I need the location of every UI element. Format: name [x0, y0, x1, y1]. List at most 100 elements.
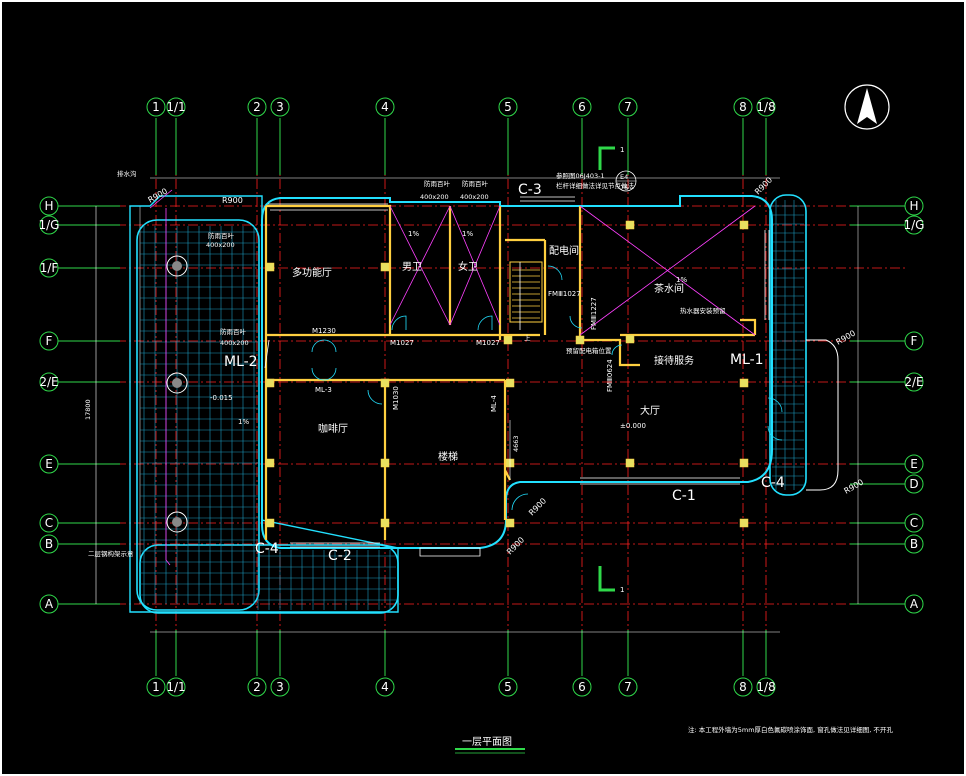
axis-left-0-text: H — [44, 199, 53, 213]
column — [503, 335, 513, 345]
slope-3: 1% — [676, 276, 687, 284]
axis-left-2-text: 1/F — [40, 261, 59, 275]
axis-right-7: B — [904, 534, 924, 554]
axis-bottom-7-text: 7 — [624, 680, 632, 694]
axis-bottom-6-circle — [572, 677, 592, 697]
drainage-outline — [149, 189, 173, 566]
axis-bottom-5: 5 — [498, 677, 518, 697]
room-multi: 多功能厅 — [292, 266, 332, 279]
axis-top-2-circle — [247, 97, 267, 117]
axis-right-2-circle — [904, 331, 924, 351]
axis-top-8: 8 — [733, 97, 753, 117]
north-arrow-icon — [844, 84, 890, 130]
axis-bottom-4-circle — [375, 677, 395, 697]
room-stair: 楼梯 — [438, 450, 458, 463]
axis-right-6-circle — [904, 513, 924, 533]
building-outline — [261, 195, 773, 549]
ceiling-cross-marks — [389, 205, 756, 336]
column — [380, 262, 390, 272]
column — [625, 334, 635, 344]
axis-right-4-text: E — [910, 457, 918, 471]
column — [505, 378, 515, 388]
column — [739, 378, 749, 388]
axis-top-7: 7 — [618, 97, 638, 117]
column — [380, 458, 390, 468]
axis-bottom-9: 1/8 — [756, 677, 776, 697]
label-ml1: ML-1 — [730, 352, 764, 368]
dim-4663: 4663 — [512, 435, 520, 452]
left-note: 排水沟 — [117, 169, 137, 178]
label-m1230: M1230 — [312, 327, 336, 335]
column — [739, 518, 749, 528]
vent-label-2: 防雨百叶 — [462, 179, 489, 188]
vent-size-1: 400x200 — [420, 193, 449, 201]
r900-c: R900 — [835, 329, 858, 347]
slope-2: 1% — [462, 230, 473, 238]
axis-left-7-circle — [39, 534, 59, 554]
axis-right-0-text: H — [909, 199, 918, 213]
axis-bottom-4: 4 — [375, 677, 395, 697]
axis-right-7-text: B — [910, 537, 918, 551]
vent-size-4: 400x200 — [220, 339, 249, 347]
label-c4a: C-4 — [255, 541, 279, 557]
axis-top-5: 5 — [498, 97, 518, 117]
axis-bottom-5-circle — [498, 677, 518, 697]
column — [265, 262, 275, 272]
room-reception: 接待服务 — [654, 354, 694, 367]
section-markers — [598, 146, 615, 592]
axis-bottom-1-text: 1/1 — [166, 680, 185, 694]
column — [380, 518, 390, 528]
axis-right-2-text: F — [911, 334, 918, 348]
axis-right-5-text: D — [909, 477, 918, 491]
axis-left-3-circle — [39, 331, 59, 351]
label-m1027b: M1027 — [476, 339, 500, 347]
label-m1030: M1030 — [392, 386, 400, 410]
column — [265, 518, 275, 528]
axis-right-8-circle — [904, 594, 924, 614]
axis-bottom-7: 7 — [618, 677, 638, 697]
axis-bottom-6: 6 — [572, 677, 592, 697]
windows — [264, 196, 770, 557]
axis-top-9: 1/8 — [756, 97, 776, 117]
label-c4b: C-4 — [761, 475, 785, 491]
axis-left-5-text: E — [45, 457, 53, 471]
axis-top-1: 1/1 — [166, 97, 186, 117]
r900-b: R900 — [753, 175, 774, 196]
axis-left-8-circle — [39, 594, 59, 614]
axis-top-9-circle — [756, 97, 776, 117]
r900-d: R900 — [843, 478, 866, 496]
axis-right-1: 1/G — [904, 215, 924, 235]
ref-idx-top: E4 — [620, 173, 628, 181]
axis-left-6-text: C — [45, 516, 53, 530]
axis-left-6: C — [39, 513, 59, 533]
axis-top-7-text: 7 — [624, 100, 632, 114]
axis-left-0-circle — [39, 196, 59, 216]
column — [265, 378, 275, 388]
axis-top-2-text: 2 — [253, 100, 261, 114]
r900-a: R900 — [222, 196, 243, 205]
axis-top-1-circle — [166, 97, 186, 117]
vent-label-3: 防雨百叶 — [208, 231, 235, 240]
room-hall: 大厅 — [640, 404, 660, 417]
axis-left-4-circle — [39, 372, 59, 392]
column — [625, 220, 635, 230]
planter-circles — [166, 255, 188, 533]
slope-1: 1% — [408, 230, 419, 238]
label-ml4: ML-4 — [490, 395, 498, 412]
elev-main: ±0.000 — [620, 422, 646, 430]
vent-label-1: 防雨百叶 — [424, 179, 451, 188]
axis-bottom-1-circle — [166, 677, 186, 697]
axis-right-3-circle — [904, 372, 924, 392]
vent-size-3: 400x200 — [206, 241, 235, 249]
axis-right-6: C — [904, 513, 924, 533]
axis-bottom-8: 8 — [733, 677, 753, 697]
axis-top-3-text: 3 — [276, 100, 284, 114]
label-c1: C-1 — [672, 488, 696, 504]
label-c3: C-3 — [518, 182, 542, 198]
axis-left-6-circle — [39, 513, 59, 533]
axis-left-4-text: 2/E — [39, 375, 58, 389]
axis-right-7-circle — [904, 534, 924, 554]
